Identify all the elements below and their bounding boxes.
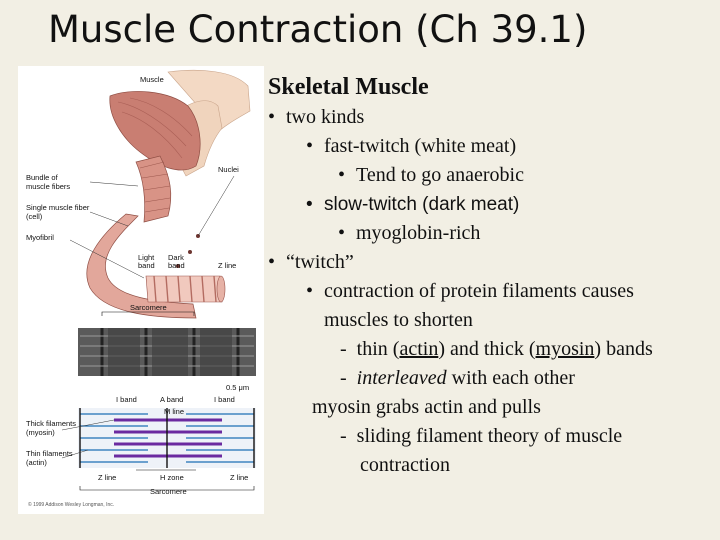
bullet-anaerobic: •Tend to go anaerobic (338, 164, 524, 186)
label-thin-filaments-2: (actin) (26, 458, 47, 467)
sliding-filament-continuation: contraction (360, 454, 450, 476)
slide-title: Muscle Contraction (Ch 39.1) (48, 8, 588, 51)
myofibril (145, 275, 226, 303)
muscle-belly (109, 91, 201, 171)
label-thick-filaments: Thick filaments (26, 419, 76, 428)
label-sarcomere-bottom: Sarcomere (150, 487, 187, 496)
label-m-line: M line (164, 407, 184, 416)
section-heading: Skeletal Muscle (268, 74, 429, 100)
label-i-band-left: I band (116, 395, 137, 404)
label-bundle: Bundle of (26, 173, 59, 182)
actin-term: actin (399, 338, 439, 360)
myosin-term: myosin (535, 338, 595, 360)
fiber-bundle (135, 155, 172, 223)
label-myofibril: Myofibril (26, 233, 54, 242)
label-thick-filaments-2: (myosin) (26, 428, 55, 437)
label-light-band-2: band (138, 261, 155, 270)
slide-body: Skeletal Muscle •two kinds •fast-twitch … (258, 72, 720, 480)
myosin-grabs-line: myosin grabs actin and pulls (312, 396, 541, 418)
bullet-contraction: •contraction of protein filaments causes (306, 280, 634, 302)
bullet-myoglobin: •myoglobin-rich (338, 222, 481, 244)
muscle-diagram: Muscle Bundle of muscle fibers Nuclei Si… (26, 69, 256, 508)
label-z-line-top: Z line (218, 261, 236, 270)
muscle-structure-figure: Muscle Bundle of muscle fibers Nuclei Si… (18, 66, 264, 514)
label-i-band-right: I band (214, 395, 235, 404)
bullet-twitch: •“twitch” (268, 251, 354, 273)
label-bundle-2: muscle fibers (26, 182, 70, 191)
label-dark-band-2: band (168, 261, 185, 270)
label-scale: 0.5 μm (226, 383, 249, 392)
label-muscle: Muscle (140, 75, 164, 84)
interleaved-term: interleaved (356, 367, 447, 389)
label-a-band: A band (160, 395, 183, 404)
label-single-fiber-2: (cell) (26, 212, 43, 221)
filament-diagram (78, 408, 256, 468)
label-dark-band: Dark (168, 253, 184, 262)
single-fiber (86, 213, 197, 319)
label-z-line-left: Z line (98, 473, 116, 482)
label-z-line-right: Z line (230, 473, 248, 482)
dash-interleaved: - interleaved with each other (340, 367, 575, 389)
label-single-fiber: Single muscle fiber (26, 203, 90, 212)
figure-copyright: © 1999 Addison Wesley Longman, Inc. (28, 501, 114, 508)
label-light-band: Light (138, 253, 155, 262)
label-h-zone: H zone (160, 473, 184, 482)
label-nuclei: Nuclei (218, 165, 239, 174)
bullet-fast-twitch: •fast-twitch (white meat) (306, 135, 517, 157)
bullet-two-kinds: •two kinds (268, 106, 365, 128)
dash-thin-thick-bands: - thin (actin) and thick (myosin) bands (340, 338, 653, 360)
bullet-slow-twitch: •slow-twitch (dark meat) (306, 194, 520, 215)
dash-sliding-filament: - sliding filament theory of muscle (340, 425, 623, 447)
label-thin-filaments: Thin filaments (26, 449, 73, 458)
label-sarcomere-top: Sarcomere (130, 303, 167, 312)
contraction-continuation: muscles to shorten (324, 309, 473, 331)
